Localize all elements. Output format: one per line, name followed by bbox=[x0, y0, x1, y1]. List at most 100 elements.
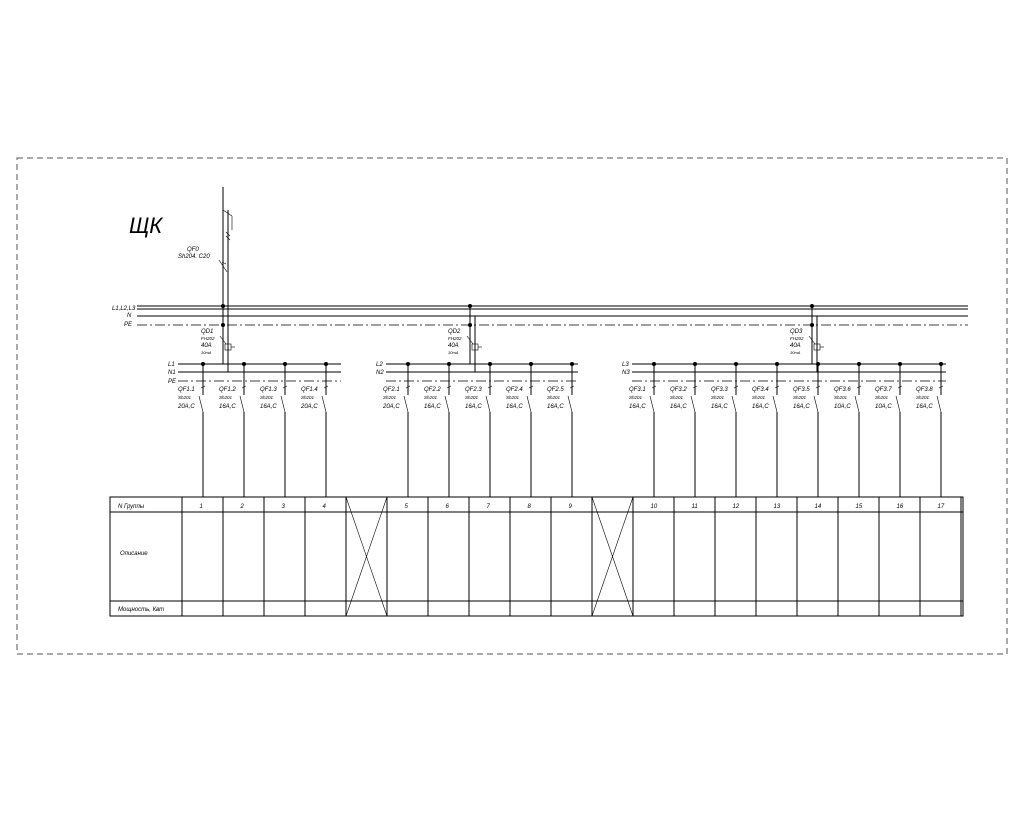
breaker-name: QF2.4 bbox=[506, 387, 523, 393]
table-spacer-cross bbox=[591, 496, 634, 617]
breaker-rating: 20A,C bbox=[300, 404, 318, 410]
breaker-rating: 16A,C bbox=[465, 404, 482, 410]
main-breaker-name: QF0 bbox=[187, 247, 199, 253]
breaker-contact bbox=[936, 395, 942, 413]
breaker-model: Sh201 bbox=[424, 395, 438, 400]
breaker-rating: 16A,C bbox=[916, 404, 933, 410]
breaker-contact bbox=[772, 395, 778, 413]
breaker-model: Sh201 bbox=[793, 395, 807, 400]
breaker-rating: 16A,C bbox=[219, 404, 236, 410]
rcd-symbol bbox=[466, 335, 482, 351]
breaker-tick bbox=[733, 385, 739, 389]
breaker-contact bbox=[526, 395, 532, 413]
rcd-symbol bbox=[808, 335, 824, 351]
breaker-name: QF2.2 bbox=[424, 387, 441, 393]
breaker-contact bbox=[403, 395, 409, 413]
breaker-contact bbox=[239, 395, 245, 413]
main-breaker-symbol bbox=[218, 187, 233, 330]
table-group-number: 4 bbox=[323, 504, 327, 510]
breaker-model: Sh201 bbox=[178, 395, 192, 400]
breaker-rating: 16A,C bbox=[506, 404, 523, 410]
breaker-tick bbox=[282, 385, 288, 389]
table-group-number: 12 bbox=[733, 504, 740, 510]
breaker-tick bbox=[446, 385, 452, 389]
table-group-number: 7 bbox=[487, 504, 491, 510]
breaker-tick bbox=[815, 385, 821, 389]
breaker-tick bbox=[323, 385, 329, 389]
group-bus-label: N2 bbox=[376, 370, 384, 376]
rcd-name: QD2 bbox=[448, 329, 461, 335]
breaker-rating: 16A,C bbox=[629, 404, 646, 410]
breaker-tick bbox=[487, 385, 493, 389]
table-group-number: 16 bbox=[897, 504, 904, 510]
group-bus-label: PE bbox=[168, 379, 177, 385]
table-group-number: 11 bbox=[692, 504, 698, 510]
breaker-contact bbox=[854, 395, 860, 413]
breaker-contact bbox=[690, 395, 696, 413]
breaker-contact bbox=[731, 395, 737, 413]
rcd-rating: 40A bbox=[790, 343, 801, 349]
table-group-number: 3 bbox=[282, 504, 286, 510]
group-bus-label: L3 bbox=[622, 362, 629, 368]
breaker-contact bbox=[321, 395, 327, 413]
breaker-tick bbox=[528, 385, 534, 389]
rcd-rating: 40A bbox=[201, 343, 212, 349]
breaker-model: Sh201 bbox=[301, 395, 315, 400]
breaker-name: QF3.2 bbox=[670, 387, 687, 393]
table-group-number: 5 bbox=[405, 504, 409, 510]
breaker-model: Sh201 bbox=[506, 395, 520, 400]
table-group-number: 6 bbox=[446, 504, 450, 510]
main-bus-label-l: L1,L2,L3 bbox=[112, 306, 136, 312]
breaker-model: Sh201 bbox=[383, 395, 397, 400]
table-spacer-cross bbox=[345, 496, 388, 617]
breaker-model: Sh201 bbox=[547, 395, 561, 400]
breaker-contact bbox=[895, 395, 901, 413]
rcd-leak: 30mA bbox=[201, 350, 212, 355]
rcd-leak: 30mA bbox=[448, 350, 459, 355]
breaker-contact bbox=[649, 395, 655, 413]
breaker-name: QF3.1 bbox=[629, 387, 646, 393]
main-bus-label-pe: PE bbox=[124, 322, 133, 328]
rcd-name: QD1 bbox=[201, 329, 213, 335]
breaker-name: QF1.3 bbox=[260, 387, 277, 393]
breaker-model: Sh201 bbox=[834, 395, 848, 400]
breaker-tick bbox=[774, 385, 780, 389]
breaker-model: Sh201 bbox=[629, 395, 643, 400]
group-bus-label: L2 bbox=[376, 362, 383, 368]
table-group-number: 9 bbox=[569, 504, 573, 510]
breaker-model: Sh201 bbox=[670, 395, 684, 400]
breaker-rating: 16A,C bbox=[547, 404, 564, 410]
breaker-model: Sh201 bbox=[875, 395, 889, 400]
breaker-tick bbox=[897, 385, 903, 389]
breaker-rating: 10A,C bbox=[875, 404, 892, 410]
breaker-tick bbox=[651, 385, 657, 389]
rcd-rating: 40A bbox=[448, 343, 459, 349]
breaker-model: Sh201 bbox=[752, 395, 766, 400]
breaker-tick bbox=[405, 385, 411, 389]
breaker-contact bbox=[198, 395, 204, 413]
breaker-rating: 20A,C bbox=[177, 404, 195, 410]
breaker-rating: 10A,C bbox=[834, 404, 851, 410]
breaker-name: QF2.3 bbox=[465, 387, 482, 393]
table-border bbox=[109, 496, 964, 617]
breaker-contact bbox=[567, 395, 573, 413]
table-group-number: 14 bbox=[815, 504, 822, 510]
table-group-number: 2 bbox=[240, 504, 245, 510]
main-bus-label-n: N bbox=[127, 313, 132, 319]
group-bus-label: N1 bbox=[168, 370, 176, 376]
breaker-tick bbox=[856, 385, 862, 389]
groups-layer: QD1FH20240A30mAL1N1PEQF1.1Sh20120A,CQF1.… bbox=[168, 304, 946, 497]
